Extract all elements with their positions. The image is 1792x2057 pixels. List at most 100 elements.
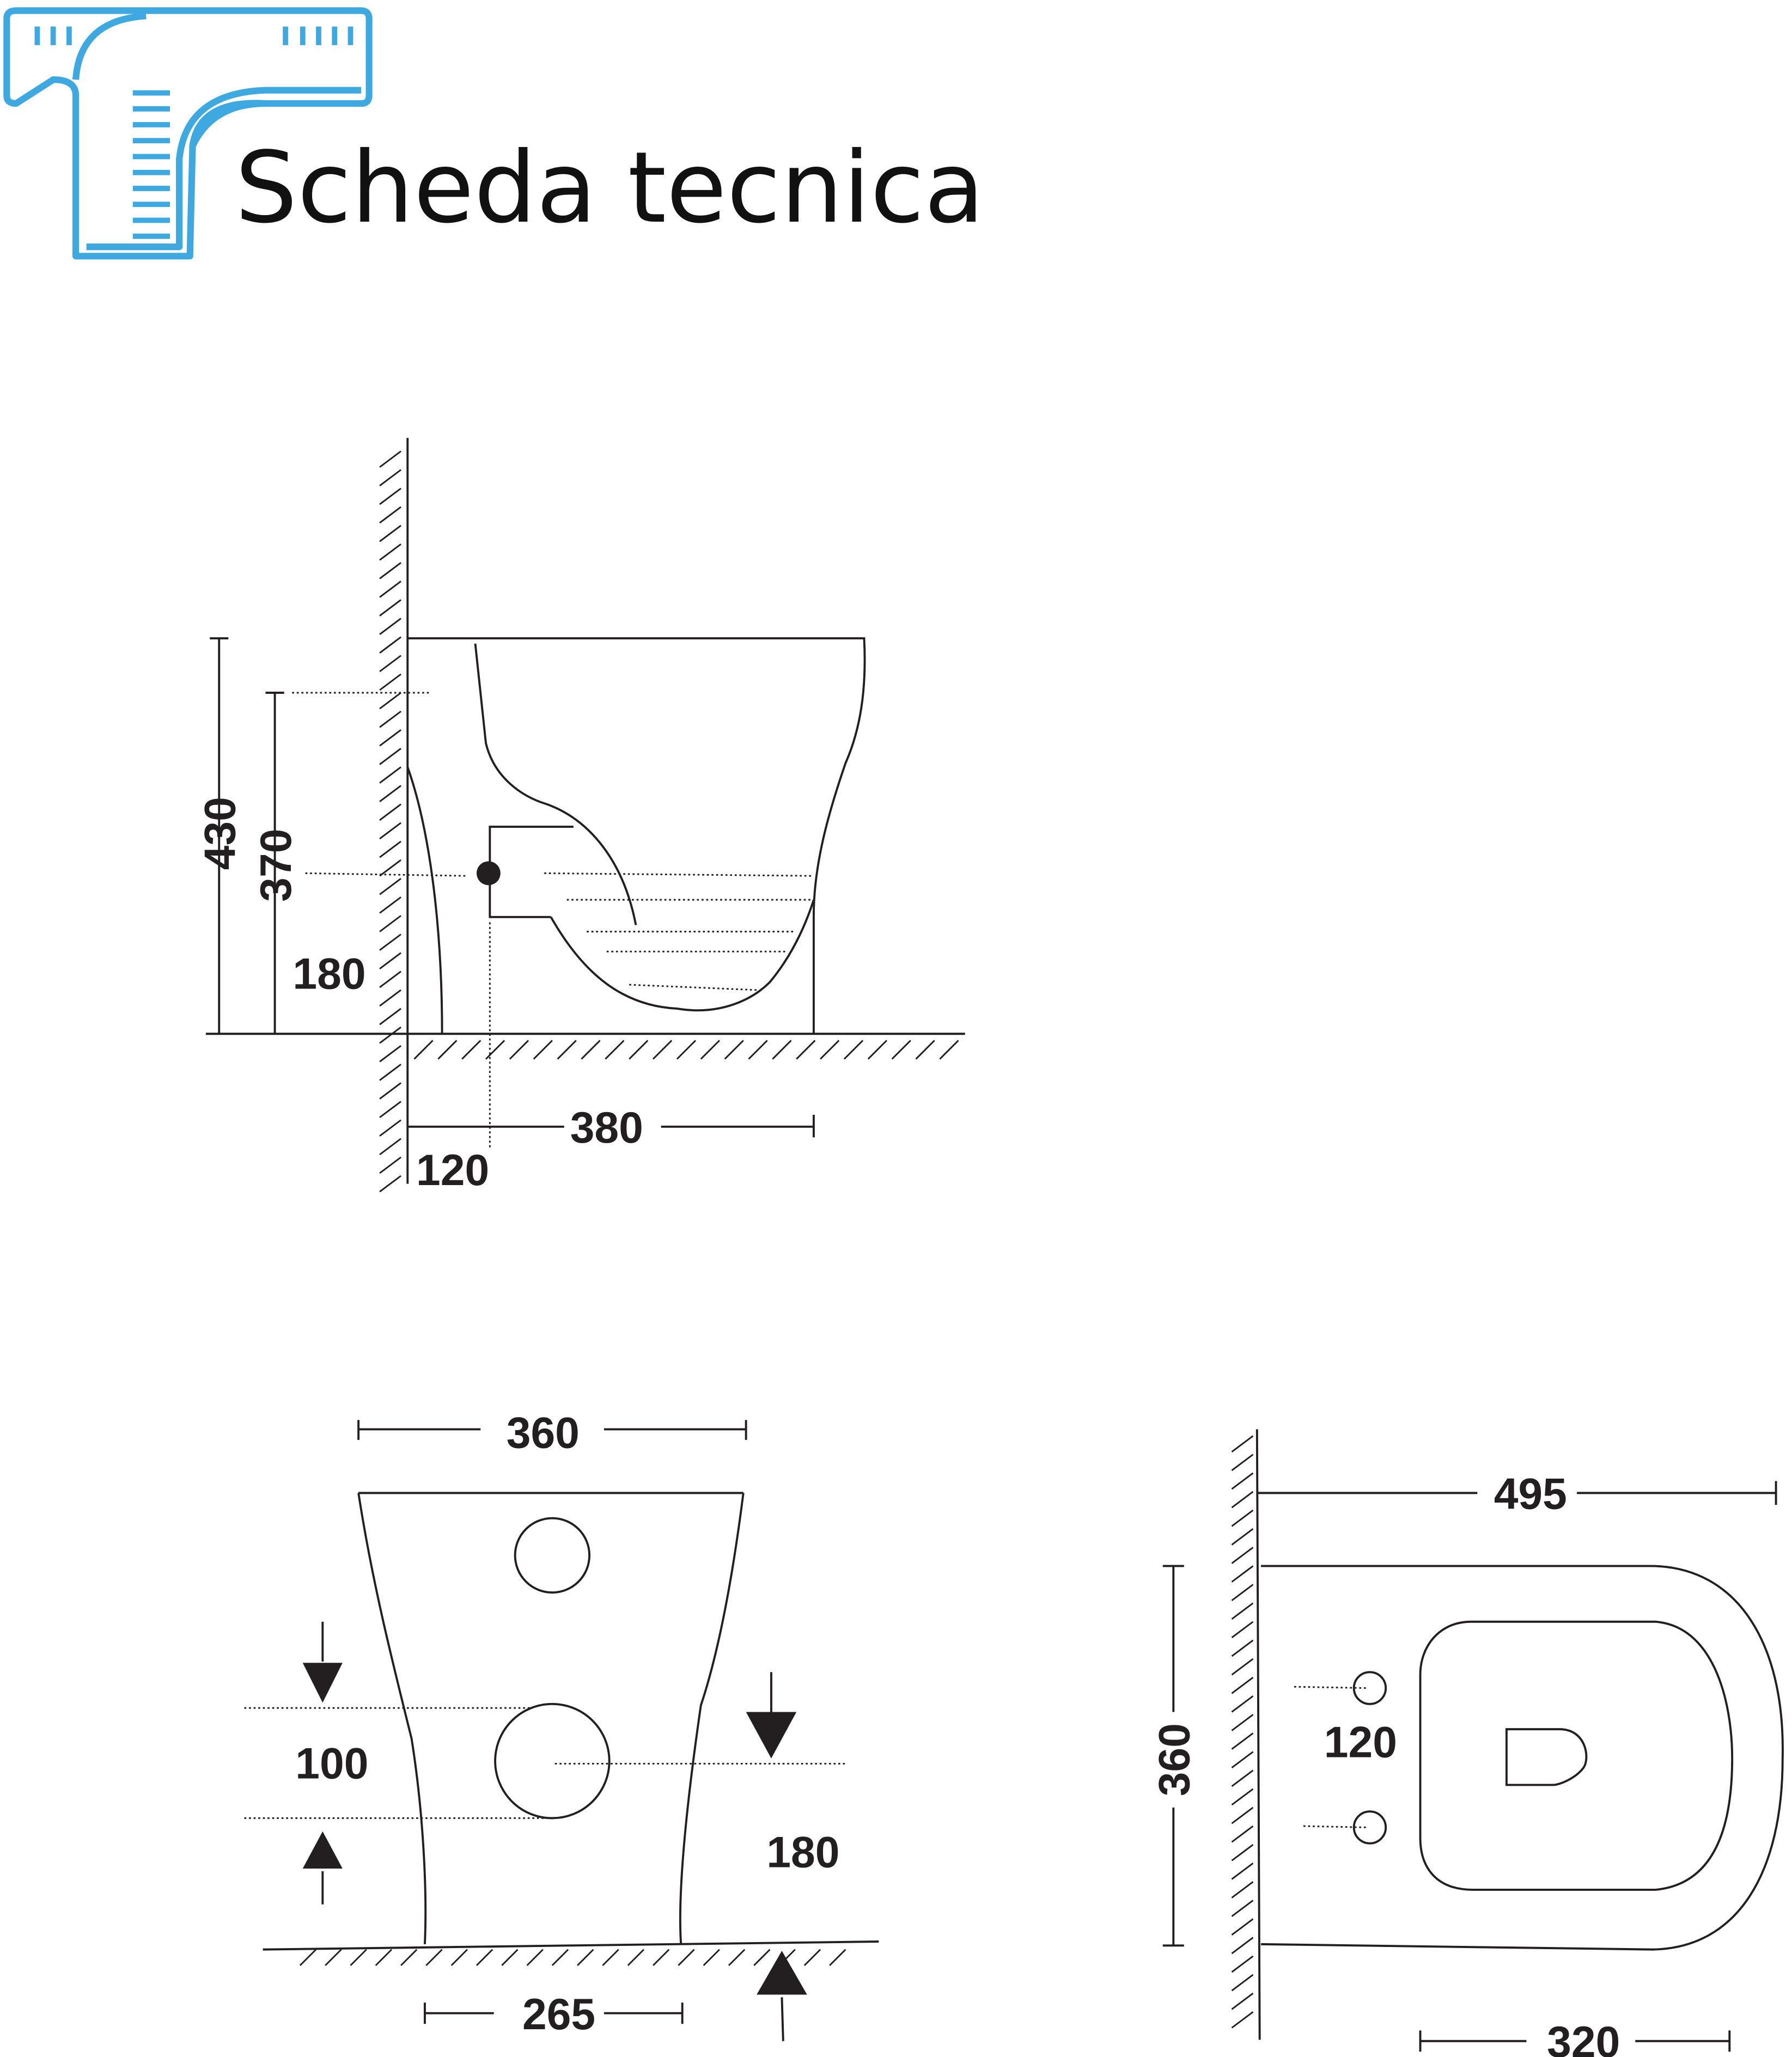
hatch-stroke (1231, 1751, 1254, 1768)
hatch-stroke (703, 1949, 720, 1966)
hatch-stroke (653, 1949, 670, 1966)
hatch-stroke (891, 1040, 911, 1060)
dimension-arrows (302, 1621, 807, 2041)
hatch-stroke (379, 543, 401, 561)
hatch-stroke (379, 952, 401, 970)
hatch-stroke (796, 1040, 816, 1060)
hatch-stroke (379, 562, 401, 579)
dim-height-inlet: 370 (252, 829, 301, 902)
hatch-stroke (1231, 1565, 1254, 1583)
hatch-stroke (379, 506, 401, 524)
floor-line (263, 1940, 879, 1951)
hatch-stroke (379, 1064, 401, 1081)
hatch-stroke (1231, 1454, 1254, 1472)
hatch-stroke (379, 636, 401, 654)
hatch-stroke (526, 1949, 544, 1966)
hatch-stroke (1231, 1806, 1254, 1824)
arrow-down-icon (746, 1712, 797, 1759)
hatch-stroke (379, 450, 401, 468)
hatch-stroke (1231, 1955, 1254, 1973)
toilet-front-outline (357, 1492, 745, 1945)
hatch-stroke (379, 1045, 401, 1063)
side-view: 430 370 180 380 120 (196, 438, 965, 1195)
fixing-hole (1352, 1671, 1387, 1705)
dim-depth-total: 380 (570, 1103, 643, 1152)
hatch-stroke (450, 1949, 468, 1966)
hatch-stroke (379, 1175, 401, 1193)
wall-hatching (1231, 1435, 1254, 2029)
wall-line (1255, 1429, 1261, 2040)
arrow-up-icon (757, 1951, 807, 1995)
hatch-stroke (379, 840, 401, 858)
hatch-stroke (379, 877, 401, 895)
inlet-hole (514, 1517, 591, 1594)
hatch-stroke (1231, 1547, 1254, 1564)
hatch-stroke (1231, 1992, 1254, 2010)
front-view: 360 100 180 265 (244, 1409, 879, 2041)
hatch-stroke (375, 1949, 393, 1966)
hatch-stroke (379, 673, 401, 691)
outlet-hole (494, 1702, 611, 1820)
hatch-stroke (379, 989, 401, 1007)
hatch-stroke (724, 1040, 744, 1060)
dim-outlet-gap: 100 (295, 1739, 368, 1788)
hatch-stroke (803, 1949, 821, 1966)
hatch-stroke (843, 1040, 864, 1060)
hatch-stroke (653, 1040, 673, 1060)
hatch-stroke (577, 1949, 594, 1966)
hatch-stroke (629, 1040, 649, 1060)
hatch-stroke (939, 1040, 959, 1060)
hatch-stroke (1231, 2011, 1254, 2029)
hatch-stroke (400, 1949, 418, 1966)
hatch-stroke (379, 729, 401, 747)
hatch-stroke (379, 710, 401, 728)
top-view: 495 120 360 320 (1150, 1429, 1784, 2057)
hatch-stroke (627, 1949, 645, 1966)
ruler-t-icon (3, 7, 373, 260)
dim-width: 360 (1150, 1723, 1199, 1796)
hatch-stroke (1231, 1695, 1254, 1713)
outlet-center-dot (476, 861, 501, 886)
floor-hatching (413, 1040, 959, 1060)
floor-hatching (299, 1949, 846, 1966)
hatch-stroke (425, 1949, 443, 1966)
hatch-stroke (379, 618, 401, 635)
dim-outlet-distance: 120 (416, 1146, 489, 1195)
hatch-stroke (1231, 1491, 1254, 1509)
hatch-stroke (1231, 1528, 1254, 1546)
hatch-stroke (1231, 1639, 1254, 1657)
dim-height-total: 430 (196, 797, 245, 870)
hatch-stroke (379, 933, 401, 951)
hatch-stroke (379, 785, 401, 802)
hatch-stroke (867, 1040, 887, 1060)
arrow-up-icon (302, 1831, 343, 1869)
hatch-stroke (829, 1949, 846, 1966)
hatch-stroke (772, 1040, 792, 1060)
hatch-stroke (379, 915, 401, 932)
hatch-stroke (778, 1949, 796, 1966)
hatch-stroke (461, 1040, 481, 1060)
hatch-stroke (379, 748, 401, 765)
dim-height-outlet: 180 (292, 949, 365, 998)
hatch-stroke (379, 1119, 401, 1137)
hatch-stroke (379, 859, 401, 877)
hatch-stroke (1231, 1900, 1254, 1917)
hatch-stroke (379, 487, 401, 505)
hatch-stroke (379, 599, 401, 617)
hatch-stroke (379, 1026, 401, 1044)
hatch-stroke (1231, 1918, 1254, 1936)
toilet-top-outline (1261, 1565, 1784, 1951)
hatch-stroke (1231, 1863, 1254, 1880)
dim-width-base: 265 (522, 1990, 595, 2039)
hatch-stroke (1231, 1621, 1254, 1639)
hatch-stroke (1231, 1602, 1254, 1620)
hatch-stroke (1231, 1881, 1254, 1899)
toilet-side-outline (406, 637, 866, 1034)
hatch-stroke (1231, 1584, 1254, 1601)
hatch-stroke (602, 1949, 619, 1966)
hatch-stroke (676, 1040, 697, 1060)
hatch-stroke (728, 1949, 746, 1966)
hatch-stroke (379, 469, 401, 487)
hatch-stroke (1231, 1658, 1254, 1676)
page-title: Scheda tecnica (235, 131, 984, 245)
